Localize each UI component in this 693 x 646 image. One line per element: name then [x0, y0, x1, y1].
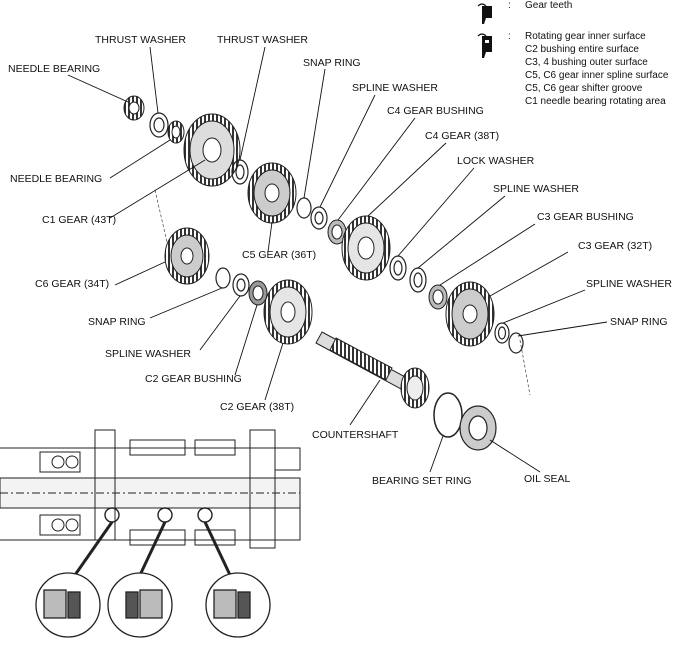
spline-washer-1-part [310, 206, 328, 230]
needle-bearing-2-part [167, 120, 185, 144]
oil-can-icon [477, 3, 492, 24]
label-c2-gear: C2 GEAR (38T) [220, 401, 295, 413]
snap-ring-1-part [296, 197, 312, 219]
label-spline-washer-3: SPLINE WASHER [586, 278, 672, 290]
label-c3-gear-bushing: C3 GEAR BUSHING [537, 211, 634, 223]
label-snap-ring-2: SNAP RING [610, 316, 668, 328]
needle-bearing-1-part [123, 95, 145, 121]
spline-washer-4-part [232, 273, 250, 297]
bearing-set-ring-part [433, 392, 463, 438]
label-c6-gear: C6 GEAR (34T) [35, 278, 110, 290]
label-thrust-washer-1: THRUST WASHER [95, 34, 187, 46]
detail-circle-3 [205, 572, 271, 638]
c2-gear-bushing-part [248, 280, 268, 306]
legend-line-1: Rotating gear inner surface [525, 31, 646, 42]
label-thrust-washer-2: THRUST WASHER [217, 34, 309, 46]
label-c3-gear: C3 GEAR (32T) [578, 240, 653, 252]
snap-ring-3-part [215, 267, 231, 289]
label-c4-gear-bushing: C4 GEAR BUSHING [387, 105, 484, 117]
c3-gear-part [445, 281, 495, 347]
legend-sep-1: : [508, 0, 511, 11]
label-lock-washer: LOCK WASHER [457, 155, 535, 167]
oil-seal-part [459, 405, 497, 451]
label-spline-washer-1: SPLINE WASHER [352, 82, 438, 94]
label-c2-gear-bushing: C2 GEAR BUSHING [145, 373, 242, 385]
c6-gear-part [164, 227, 210, 285]
detail-circle-2 [107, 572, 173, 638]
detail-circle-1 [35, 572, 101, 638]
legend-line-5: C5, C6 gear shifter groove [525, 83, 643, 94]
spline-washer-2-part [409, 267, 427, 293]
label-c5-gear: C5 GEAR (36T) [242, 249, 317, 261]
c1-gear-part [183, 113, 241, 187]
lock-washer-part [389, 255, 407, 281]
legend-line-6: C1 needle bearing rotating area [525, 96, 666, 107]
label-c4-gear: C4 GEAR (38T) [425, 130, 500, 142]
thrust-washer-1-part [149, 112, 169, 138]
c3-gear-bushing-part [428, 284, 448, 310]
grease-tube-icon [477, 33, 492, 58]
label-spline-washer-2: SPLINE WASHER [493, 183, 579, 195]
label-spline-washer-4: SPLINE WASHER [105, 348, 191, 360]
label-c1-gear: C1 GEAR (43T) [42, 214, 117, 226]
legend-line-4: C5, C6 gear inner spline surface [525, 70, 669, 81]
c2-gear-part [263, 279, 313, 345]
countershaft-part [315, 331, 430, 409]
label-needle-bearing-1: NEEDLE BEARING [8, 63, 101, 75]
label-bearing-set-ring: BEARING SET RING [372, 475, 472, 487]
label-snap-ring-3: SNAP RING [88, 316, 146, 328]
leader-lines [67, 46, 608, 473]
spline-washer-3-part [494, 322, 510, 344]
assembly-cross-section [0, 429, 301, 576]
snap-ring-2-part [508, 332, 524, 354]
legend-gear-teeth: Gear teeth [525, 0, 573, 11]
c4-gear-bushing-part [327, 219, 347, 245]
label-needle-bearing-2: NEEDLE BEARING [10, 173, 103, 185]
label-oil-seal: OIL SEAL [524, 473, 571, 485]
legend-sep-2: : [508, 31, 511, 42]
label-snap-ring-1: SNAP RING [303, 57, 361, 69]
legend-line-2: C2 bushing entire surface [525, 44, 639, 55]
label-countershaft: COUNTERSHAFT [312, 429, 399, 441]
c5-gear-part [247, 162, 297, 224]
legend-line-3: C3, 4 bushing outer surface [525, 57, 648, 68]
c4-gear-part [341, 215, 391, 281]
